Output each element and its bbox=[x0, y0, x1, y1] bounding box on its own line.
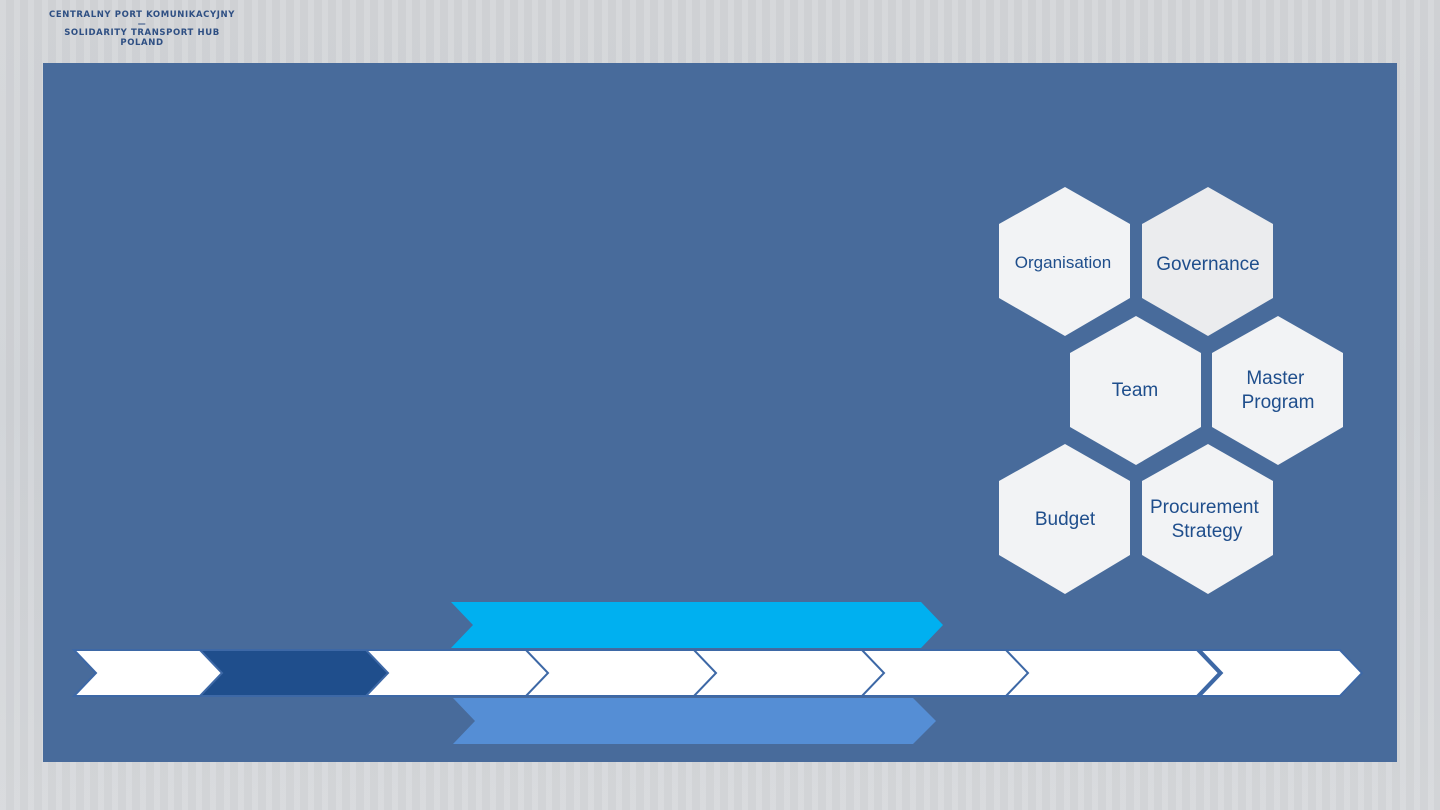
logo: CENTRALNY PORT KOMUNIKACYJNY — SOLIDARIT… bbox=[40, 10, 244, 48]
chevron-step-3 bbox=[361, 649, 550, 697]
hex-label-procurement-strategy: Procurement Strategy bbox=[1150, 497, 1264, 542]
hex-label-budget: Budget bbox=[1035, 509, 1096, 530]
hexagon-governance: Governance bbox=[1142, 187, 1273, 336]
timeline-chevrons bbox=[71, 649, 1364, 697]
chevron-step-1 bbox=[71, 649, 224, 697]
lower-phase-band bbox=[453, 698, 936, 744]
hex-label-organisation: Organisation bbox=[1015, 253, 1111, 272]
logo-dash: — bbox=[137, 19, 147, 28]
hexagon-master-program: Master Program bbox=[1212, 316, 1343, 465]
hexagon-procurement-strategy: Procurement Strategy bbox=[1142, 444, 1273, 594]
logo-line-2: SOLIDARITY TRANSPORT HUB bbox=[64, 28, 220, 38]
upper-phase-band bbox=[451, 602, 943, 648]
chevron-step-2 bbox=[195, 649, 390, 697]
hex-label-team: Team bbox=[1112, 380, 1158, 401]
hexagon-team: Team bbox=[1070, 316, 1201, 465]
logo-line-1: CENTRALNY PORT KOMUNIKACYJNY bbox=[49, 10, 235, 20]
hex-label-master-program: Master Program bbox=[1242, 368, 1315, 413]
hexagon-budget: Budget bbox=[999, 444, 1130, 594]
hexagon-organisation: Organisation bbox=[999, 187, 1130, 336]
chevron-step-8 bbox=[1197, 649, 1364, 697]
hex-label-governance: Governance bbox=[1156, 254, 1260, 275]
chevron-step-5 bbox=[689, 649, 886, 697]
chevron-step-4 bbox=[521, 649, 718, 697]
chevron-step-7 bbox=[1001, 649, 1221, 697]
logo-line-3: POLAND bbox=[120, 38, 164, 48]
